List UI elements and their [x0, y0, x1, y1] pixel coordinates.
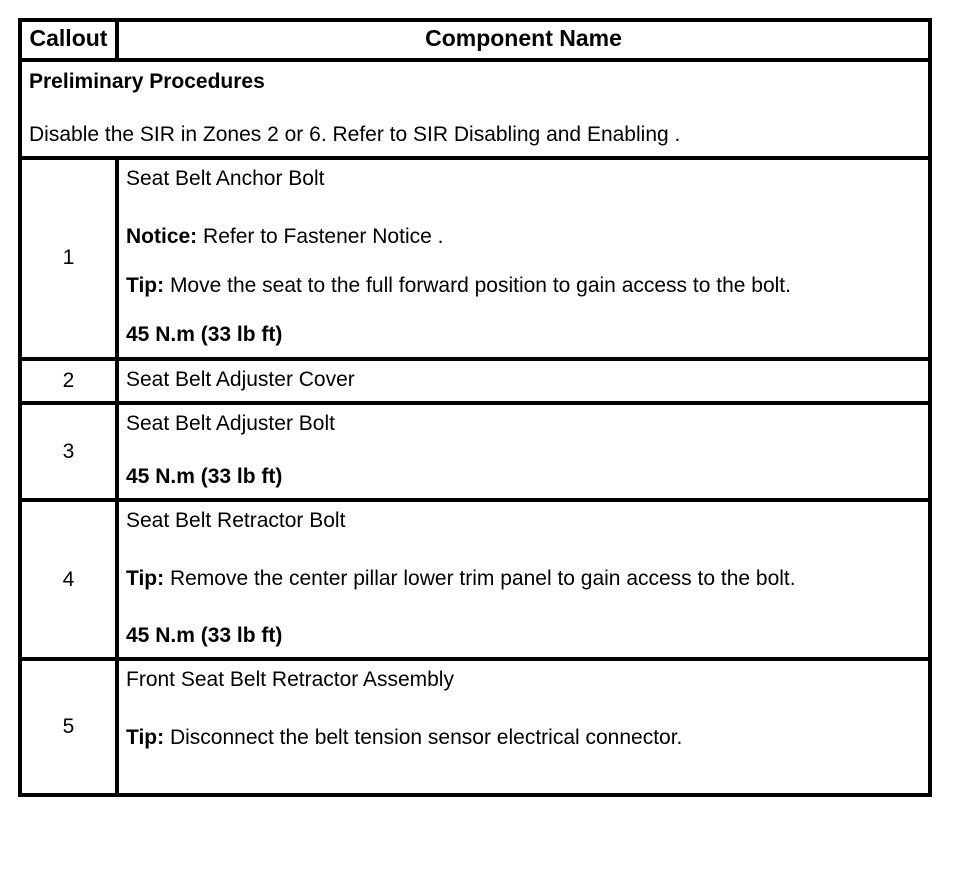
component-name: Seat Belt Anchor Bolt	[126, 167, 325, 191]
table-row: 4 Seat Belt Retractor Bolt Tip: Remove t…	[18, 498, 932, 662]
table-row: 2 Seat Belt Adjuster Cover	[18, 356, 932, 405]
tip-text: Move the seat to the full forward positi…	[164, 273, 791, 297]
spacer	[126, 694, 920, 724]
spacer	[126, 535, 920, 565]
notice-line: Notice: Refer to Fastener Notice .	[126, 223, 920, 250]
tip-text: Disconnect the belt tension sensor elect…	[164, 725, 683, 749]
component-name: Seat Belt Retractor Bolt	[126, 509, 346, 533]
component-name: Front Seat Belt Retractor Assembly	[126, 668, 454, 692]
table-body: Preliminary Procedures Disable the SIR i…	[18, 57, 932, 797]
spacer	[126, 592, 920, 622]
tip-label: Tip:	[126, 566, 165, 590]
component-detail-cell: Seat Belt Adjuster Cover	[115, 356, 932, 405]
component-spec-table-container: Callout Component Name Preliminary Proce…	[18, 18, 932, 797]
spacer	[126, 250, 920, 272]
notice-text: Refer to Fastener Notice .	[197, 224, 444, 248]
tip-line: Tip: Move the seat to the full forward p…	[126, 272, 920, 299]
table-row: 1 Seat Belt Anchor Bolt Notice: Refer to…	[18, 156, 932, 361]
preliminary-procedures-cell: Preliminary Procedures Disable the SIR i…	[18, 57, 932, 161]
callout-number: 4	[18, 498, 119, 662]
torque-spec: 45 N.m (33 lb ft)	[126, 624, 283, 648]
preliminary-procedures-row: Preliminary Procedures Disable the SIR i…	[18, 57, 932, 161]
component-name: Seat Belt Adjuster Cover	[126, 367, 355, 391]
spacer	[126, 299, 920, 321]
preliminary-procedures-title: Preliminary Procedures	[29, 69, 265, 93]
callout-number: 5	[18, 657, 119, 797]
spacer	[126, 751, 920, 785]
component-spec-table: Callout Component Name Preliminary Proce…	[18, 18, 932, 797]
callout-number: 2	[18, 356, 119, 405]
table-row: 3 Seat Belt Adjuster Bolt 45 N.m (33 lb …	[18, 400, 932, 503]
tip-line: Tip: Remove the center pillar lower trim…	[126, 565, 920, 592]
component-name: Seat Belt Adjuster Bolt	[126, 411, 335, 435]
torque-spec: 45 N.m (33 lb ft)	[126, 323, 283, 347]
callout-number: 1	[18, 156, 119, 361]
notice-label: Notice:	[126, 224, 198, 248]
tip-label: Tip:	[126, 273, 165, 297]
component-detail-cell: Seat Belt Adjuster Bolt 45 N.m (33 lb ft…	[115, 400, 932, 503]
tip-line: Tip: Disconnect the belt tension sensor …	[126, 724, 920, 751]
callout-number: 3	[18, 400, 119, 503]
table-header: Callout Component Name	[18, 18, 932, 62]
table-row: 5 Front Seat Belt Retractor Assembly Tip…	[18, 657, 932, 797]
tip-label: Tip:	[126, 725, 165, 749]
spacer	[126, 193, 920, 223]
column-header-callout: Callout	[18, 18, 119, 62]
spacer	[29, 95, 920, 121]
table-header-row: Callout Component Name	[18, 18, 932, 62]
spacer	[126, 437, 920, 463]
component-detail-cell: Seat Belt Anchor Bolt Notice: Refer to F…	[115, 156, 932, 361]
component-detail-cell: Seat Belt Retractor Bolt Tip: Remove the…	[115, 498, 932, 662]
column-header-component-name: Component Name	[115, 18, 932, 62]
preliminary-procedures-body: Disable the SIR in Zones 2 or 6. Refer t…	[29, 123, 681, 147]
component-detail-cell: Front Seat Belt Retractor Assembly Tip: …	[115, 657, 932, 797]
tip-text: Remove the center pillar lower trim pane…	[164, 566, 796, 590]
torque-spec: 45 N.m (33 lb ft)	[126, 465, 283, 489]
